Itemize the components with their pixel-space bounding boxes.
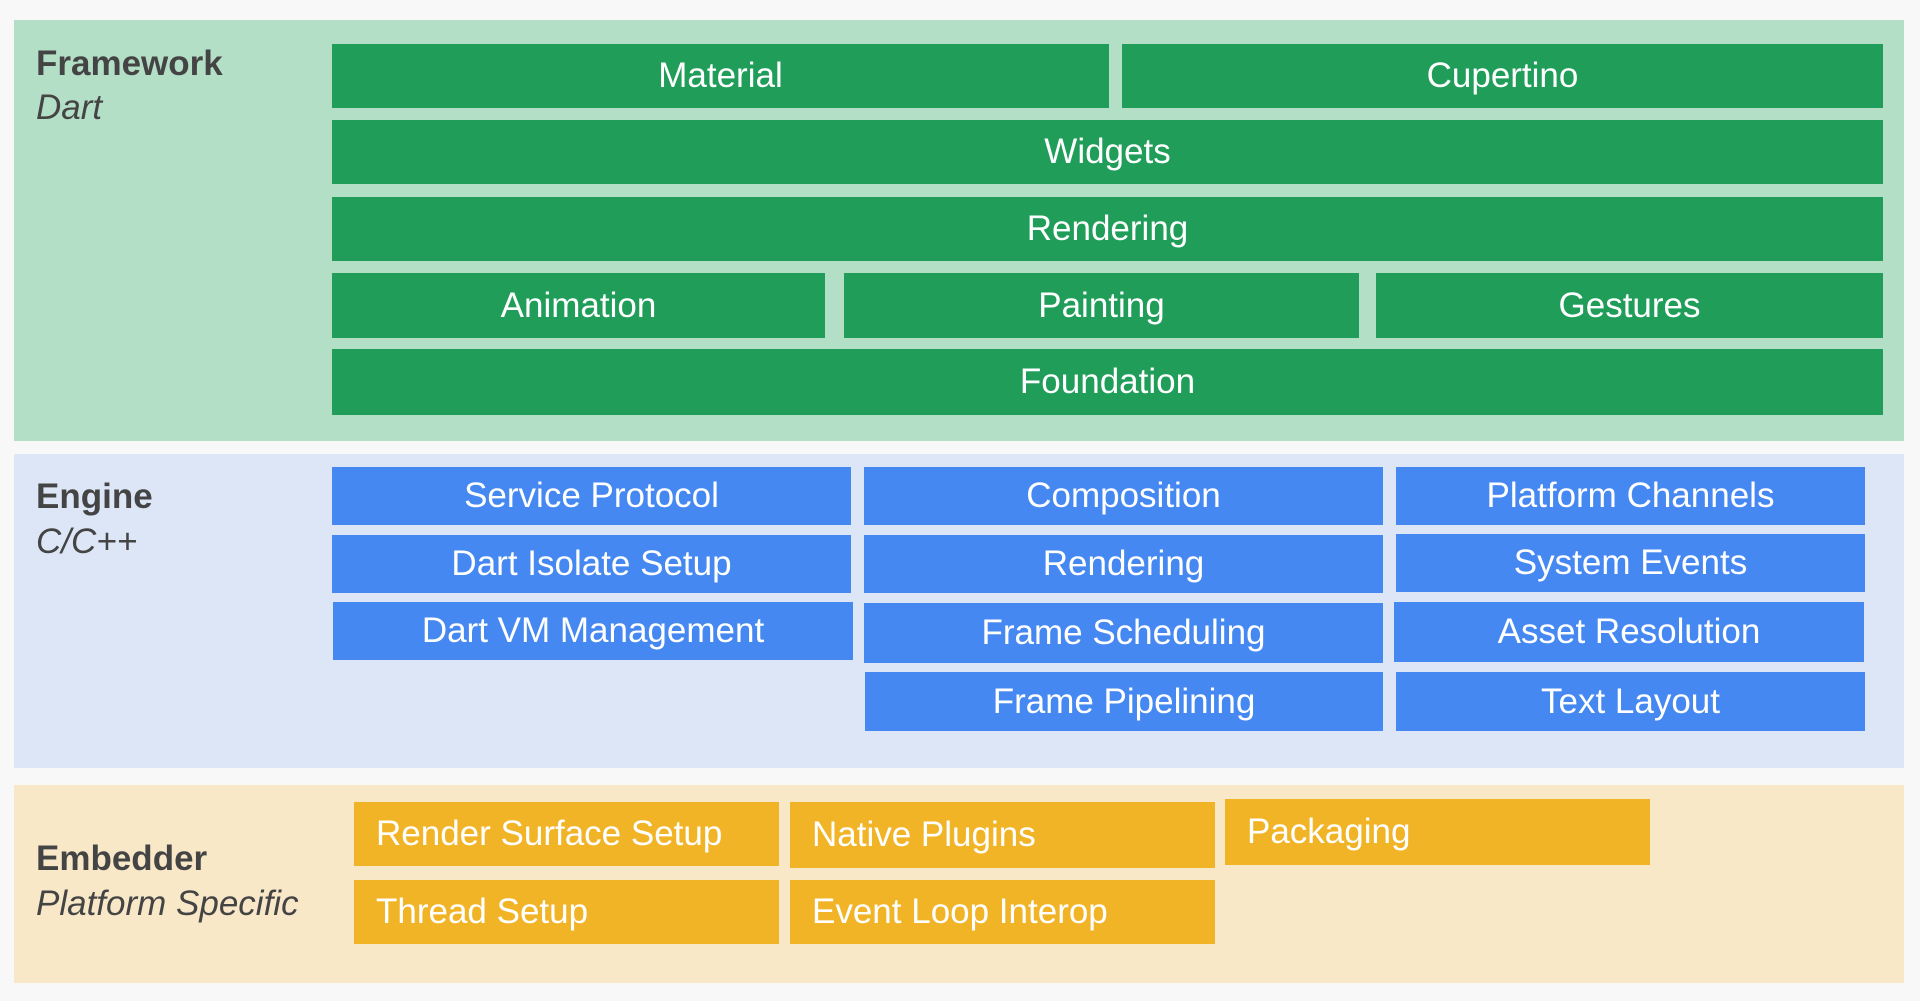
engine-subtitle: C/C++	[36, 522, 138, 561]
composition-box: Composition	[864, 467, 1383, 525]
frame-pipelining-box: Frame Pipelining	[865, 672, 1383, 731]
framework-title: Framework	[36, 44, 223, 83]
foundation-box: Foundation	[332, 349, 1883, 415]
embedder-title: Embedder	[36, 839, 208, 878]
engine-rendering-box: Rendering	[864, 535, 1383, 593]
engine-layer: Engine C/C++ Service Protocol Dart Isola…	[14, 454, 1904, 768]
text-layout-box: Text Layout	[1396, 672, 1865, 731]
render-surface-setup-box: Render Surface Setup	[354, 802, 779, 866]
frame-scheduling-box: Frame Scheduling	[864, 603, 1383, 663]
packaging-box: Packaging	[1225, 799, 1650, 865]
painting-box: Painting	[844, 273, 1359, 338]
cupertino-box: Cupertino	[1122, 44, 1883, 108]
dart-isolate-setup-box: Dart Isolate Setup	[332, 535, 851, 593]
dart-vm-management-box: Dart VM Management	[333, 602, 853, 660]
embedder-layer: Embedder Platform Specific Render Surfac…	[14, 785, 1904, 983]
service-protocol-box: Service Protocol	[332, 467, 851, 525]
platform-channels-box: Platform Channels	[1396, 467, 1865, 525]
framework-layer: Framework Dart Material Cupertino Widget…	[14, 20, 1904, 441]
event-loop-interop-box: Event Loop Interop	[790, 880, 1215, 944]
embedder-subtitle: Platform Specific	[36, 884, 299, 923]
widgets-box: Widgets	[332, 120, 1883, 184]
thread-setup-box: Thread Setup	[354, 880, 779, 944]
system-events-box: System Events	[1396, 534, 1865, 592]
framework-subtitle: Dart	[36, 88, 103, 127]
material-box: Material	[332, 44, 1109, 108]
gestures-box: Gestures	[1376, 273, 1883, 338]
native-plugins-box: Native Plugins	[790, 802, 1215, 868]
engine-title: Engine	[36, 477, 153, 516]
asset-resolution-box: Asset Resolution	[1394, 602, 1864, 662]
animation-box: Animation	[332, 273, 825, 338]
framework-rendering-box: Rendering	[332, 197, 1883, 261]
